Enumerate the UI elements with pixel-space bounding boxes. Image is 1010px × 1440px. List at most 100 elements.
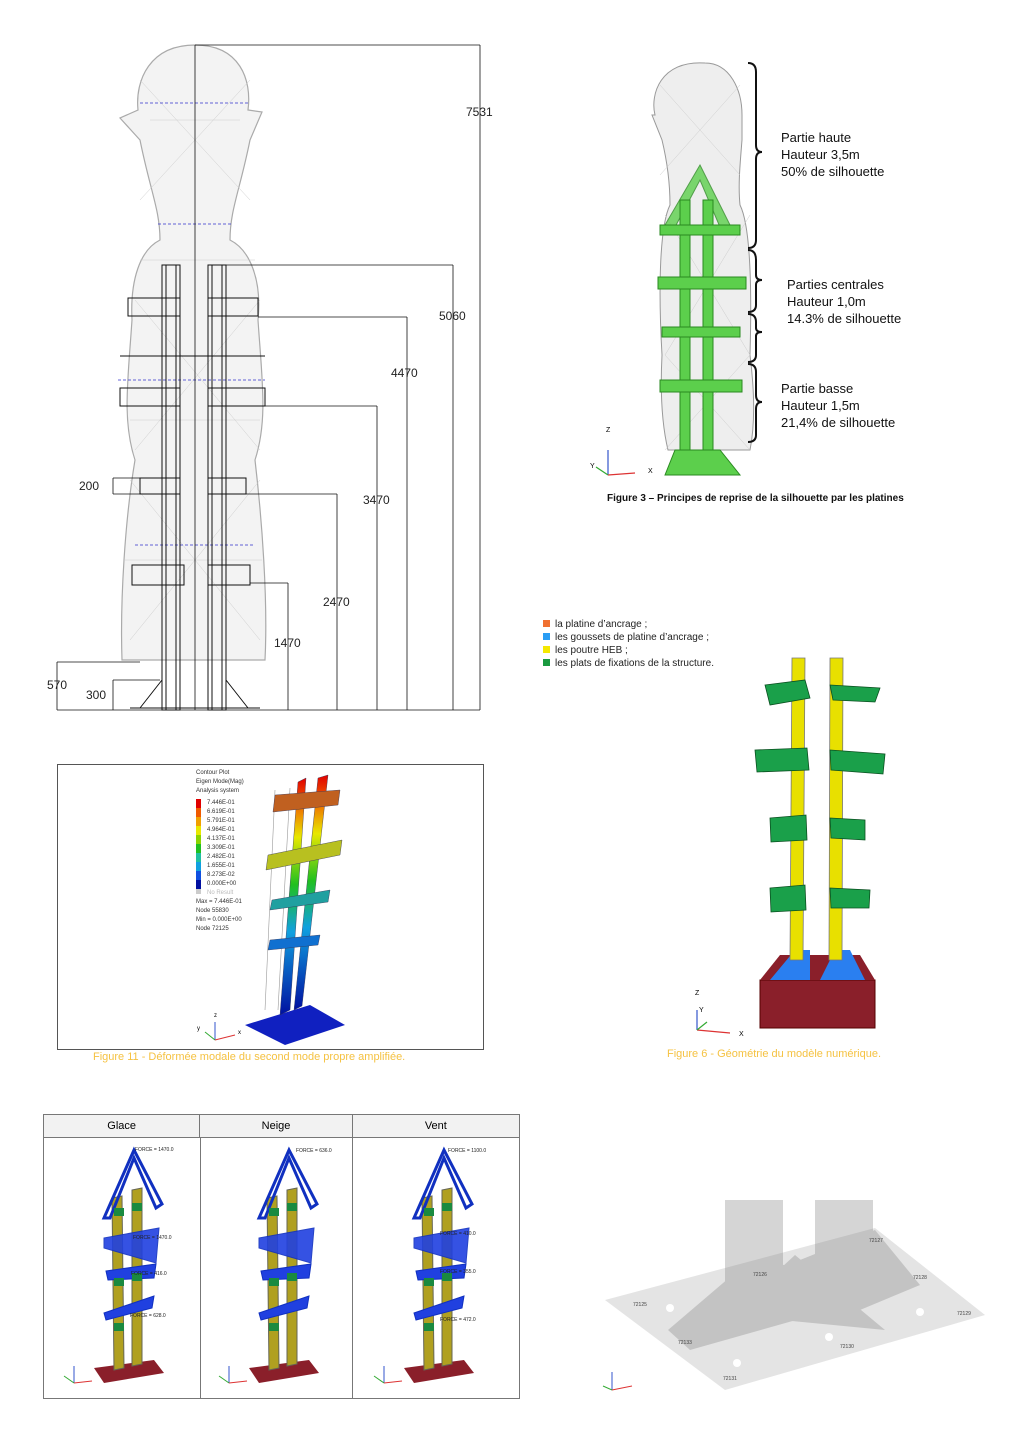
section-height: Hauteur 1,5m <box>781 398 860 413</box>
section-share: 14.3% de silhouette <box>787 311 902 326</box>
contour-level: 7.446E-01 <box>196 799 244 808</box>
force-label: FORCE = 636.0 <box>296 1148 332 1154</box>
legend-label: les goussets de platine d’ancrage ; <box>555 632 709 643</box>
contour-level: 6.619E-01 <box>196 808 244 817</box>
section-height: Hauteur 1,0m <box>787 294 866 309</box>
legend-swatch <box>543 646 550 653</box>
section-lower: Partie basse Hauteur 1,5m 21,4% de silho… <box>781 380 895 431</box>
contour-level-label: 3.309E-01 <box>207 845 235 851</box>
dim-3470: 3470 <box>363 493 390 507</box>
contour-level: 2.482E-01 <box>196 853 244 862</box>
node-label: 72129 <box>957 1311 971 1317</box>
force-label: FORCE = 628.0 <box>130 1313 166 1319</box>
contour-level-label: 7.446E-01 <box>207 800 235 806</box>
contour-system: Analysis system <box>196 788 240 794</box>
section-title: Parties centrales <box>787 277 884 292</box>
load-case-table: Glace Neige Vent <box>43 1114 520 1399</box>
figure11-frame <box>57 764 484 1050</box>
dim-300: 300 <box>86 688 107 702</box>
dim-4470: 4470 <box>391 366 418 380</box>
dim-5060: 5060 <box>439 309 466 323</box>
contour-swatch <box>196 871 201 880</box>
contour-level: 1.655E-01 <box>196 862 244 871</box>
section-upper: Partie haute Hauteur 3,5m 50% de silhoue… <box>781 129 884 180</box>
axis-y-label: Y <box>590 463 595 470</box>
dim-1470: 1470 <box>274 636 301 650</box>
contour-subtitle: Eigen Mode(Mag) <box>196 779 244 785</box>
contour-level-label: 6.619E-01 <box>207 809 235 815</box>
legend-item: les goussets de platine d’ancrage ; <box>543 631 714 644</box>
section-share: 50% de silhouette <box>781 164 885 179</box>
force-label: FORCE = 472.0 <box>440 1317 476 1323</box>
force-label: FORCE = 410.0 <box>440 1231 476 1237</box>
contour-swatch <box>196 853 201 862</box>
node-label: 72125 <box>633 1302 647 1308</box>
legend-item: la platine d’ancrage ; <box>543 618 714 631</box>
figure11-caption: Figure 11 - Déformée modale du second mo… <box>93 1051 406 1063</box>
contour-swatch <box>196 880 201 889</box>
figure6-caption: Figure 6 - Géométrie du modèle numérique… <box>667 1048 881 1060</box>
legend-swatch <box>543 620 550 627</box>
figure3-model: Z Y X <box>590 62 755 476</box>
axis-z-label: z <box>214 1013 217 1019</box>
force-label: FORCE = 1470.0 <box>135 1147 174 1153</box>
contour-level: 8.273E-02 <box>196 871 244 880</box>
axis-x-label: x <box>238 1030 241 1036</box>
component-legend: la platine d’ancrage ; les goussets de p… <box>543 618 714 670</box>
elevation-drawing <box>56 44 481 711</box>
contour-swatch <box>196 817 201 826</box>
contour-level: 3.309E-01 <box>196 844 244 853</box>
section-title: Partie haute <box>781 130 852 145</box>
axis-y-label: Y <box>699 1007 704 1014</box>
node-label: 72131 <box>723 1376 737 1382</box>
node-label: 72126 <box>753 1272 767 1278</box>
dim-2470: 2470 <box>323 595 350 609</box>
contour-level: 4.137E-01 <box>196 835 244 844</box>
dim-570: 570 <box>47 678 68 692</box>
contour-level: 5.791E-01 <box>196 817 244 826</box>
load-case-models <box>63 1146 476 1385</box>
axis-z-label: Z <box>606 427 611 434</box>
contour-level-label: 8.273E-02 <box>207 872 235 878</box>
contour-level: 4.964E-01 <box>196 826 244 835</box>
node-label: 72128 <box>913 1275 927 1281</box>
dimension-lines <box>56 44 481 711</box>
axis-z-label: Z <box>695 990 700 997</box>
axis-x-label: X <box>648 468 653 475</box>
force-label: FORCE = 1100.0 <box>448 1148 487 1154</box>
contour-swatch <box>196 826 201 835</box>
dim-7531: 7531 <box>466 105 493 119</box>
base-plate-detail <box>602 1200 985 1391</box>
table-header-row: Glace Neige Vent <box>44 1115 519 1138</box>
section-height: Hauteur 3,5m <box>781 147 860 162</box>
legend-swatch <box>543 659 550 666</box>
column-header-vent: Vent <box>352 1115 519 1137</box>
max-value: Max = 7.446E-01 <box>196 899 242 905</box>
legend-item: les poutre HEB ; <box>543 644 714 657</box>
max-node: Node 55830 <box>196 908 229 914</box>
contour-level-label: 4.964E-01 <box>207 827 235 833</box>
figure3-caption: Figure 3 – Principes de reprise de la si… <box>607 493 904 504</box>
no-result-label: No Result <box>207 890 234 896</box>
silhouette-outline <box>118 44 267 661</box>
contour-legend: Contour Plot Eigen Mode(Mag) Analysis sy… <box>196 769 244 934</box>
legend-label: la platine d’ancrage ; <box>555 619 648 630</box>
figure6-model: Z Y X <box>695 657 886 1038</box>
section-brackets <box>747 62 763 443</box>
figure11-mode-shape: z y x <box>197 774 345 1045</box>
contour-swatch <box>196 799 201 808</box>
legend-label: les plats de fixations de la structure. <box>555 658 714 669</box>
node-label: 72127 <box>869 1238 883 1244</box>
column-header-neige: Neige <box>200 1115 353 1137</box>
section-title: Partie basse <box>781 381 854 396</box>
contour-level-label: 0.000E+00 <box>207 881 237 887</box>
contour-level-label: 5.791E-01 <box>207 818 235 824</box>
no-result: No Result <box>196 889 244 898</box>
contour-level-label: 4.137E-01 <box>207 836 235 842</box>
legend-item: les plats de fixations de la structure. <box>543 657 714 670</box>
contour-levels: 7.446E-01 6.619E-01 5.791E-01 4.964E-01 4.13… <box>196 799 244 889</box>
node-label: 72130 <box>840 1344 854 1350</box>
contour-level-label: 1.655E-01 <box>207 863 235 869</box>
min-node: Node 72125 <box>196 926 229 932</box>
